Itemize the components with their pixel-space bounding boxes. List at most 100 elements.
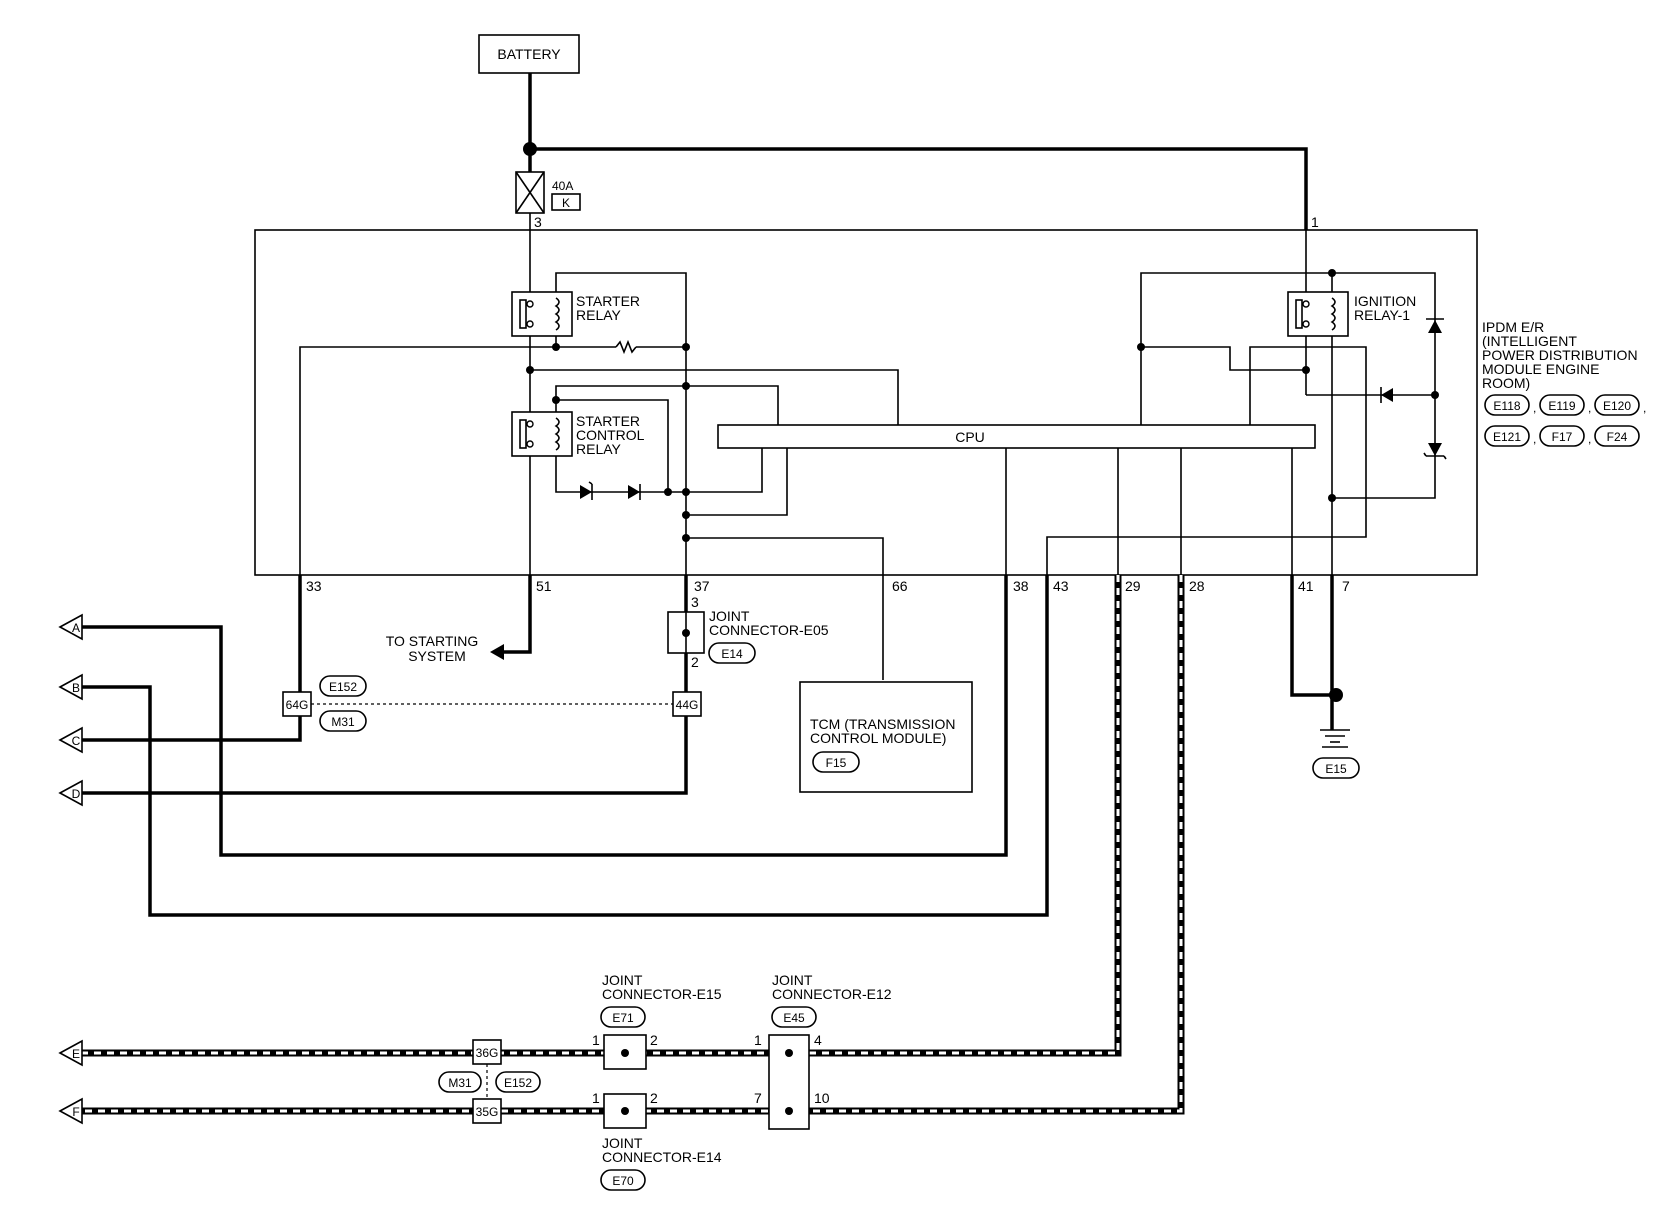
joint-e15-pin-left: 1 <box>592 1032 600 1048</box>
svg-text:,: , <box>1588 401 1591 415</box>
svg-text:,: , <box>1533 401 1536 415</box>
ipdm-box <box>254 229 1478 576</box>
svg-text:,: , <box>1588 432 1591 446</box>
joint-e12-pin-1: 1 <box>754 1032 762 1048</box>
ipdm-pin-3: 3 <box>534 214 542 230</box>
can-inline-bottom <box>472 1098 502 1124</box>
joint-e12-pin-4: 4 <box>814 1032 822 1048</box>
joint-e14-line1: JOINT <box>602 1135 643 1151</box>
to-starting-system-line2: SYSTEM <box>408 648 466 664</box>
svg-text:ROOM): ROOM) <box>1482 375 1530 391</box>
svg-text:,: , <box>1643 401 1646 415</box>
svg-text:,: , <box>1533 432 1536 446</box>
svg-text:E118: E118 <box>1493 399 1520 413</box>
svg-text:MODULE ENGINE: MODULE ENGINE <box>1482 361 1599 377</box>
ipdm-title: IPDM E/R (INTELLIGENT POWER DISTRIBUTION… <box>1482 319 1638 391</box>
offpage-c: C <box>58 726 83 754</box>
starter-control-relay-line3: RELAY <box>576 441 622 457</box>
starter-control-relay-line2: CONTROL <box>576 427 645 443</box>
joint-e12-line1: JOINT <box>772 972 813 988</box>
joint-e05-line2: CONNECTOR-E05 <box>709 622 829 638</box>
joint-e14-pin-right: 2 <box>650 1090 658 1106</box>
tcm-code: F15 <box>826 756 847 770</box>
offpage-e: E <box>58 1039 83 1067</box>
joint-e05-pin-top: 3 <box>691 594 699 610</box>
joint-e12-code: E45 <box>783 1011 805 1025</box>
to-starting-system-line1: TO STARTING <box>386 633 479 649</box>
ipdm-pin-1: 1 <box>1311 214 1319 230</box>
ipdm-pin-41: 41 <box>1298 578 1314 594</box>
ipdm-pin-66: 66 <box>892 578 908 594</box>
joint-e12-pin-10: 10 <box>814 1090 830 1106</box>
ipdm-pin-51: 51 <box>536 578 552 594</box>
ipdm-pin-7: 7 <box>1342 578 1350 594</box>
joint-e14-code: E70 <box>612 1174 634 1188</box>
starter-control-relay-line1: STARTER <box>576 413 640 429</box>
fuse-code: K <box>562 196 570 210</box>
offpage-a: A <box>58 613 83 641</box>
inline-right-pin: 44G <box>676 698 699 712</box>
ignition-relay <box>1287 291 1349 337</box>
svg-text:A: A <box>72 621 80 635</box>
ipdm-pin-28: 28 <box>1189 578 1205 594</box>
ignition-relay-line1: IGNITION <box>1354 293 1416 309</box>
cpu-label: CPU <box>955 429 985 445</box>
cpu-box <box>717 424 1316 449</box>
ipdm-pin-33: 33 <box>306 578 322 594</box>
can-inline-bottom-pin: 35G <box>476 1105 499 1119</box>
svg-text:D: D <box>72 787 81 801</box>
svg-text:E: E <box>72 1047 80 1061</box>
inline-code-bottom: M31 <box>331 715 355 729</box>
starter-control-relay <box>511 411 573 457</box>
joint-e14-line2: CONNECTOR-E14 <box>602 1149 722 1165</box>
ipdm-pin-38: 38 <box>1013 578 1029 594</box>
joint-e15-code: E71 <box>612 1011 634 1025</box>
battery-label: BATTERY <box>497 46 561 62</box>
can-inline-top-pin: 36G <box>476 1046 499 1060</box>
joint-e15-line1: JOINT <box>602 972 643 988</box>
joint-e12-line2: CONNECTOR-E12 <box>772 986 892 1002</box>
ipdm-pin-43: 43 <box>1053 578 1069 594</box>
ipdm-pin-29: 29 <box>1125 578 1141 594</box>
joint-e05-code: E14 <box>721 647 743 661</box>
svg-text:(INTELLIGENT: (INTELLIGENT <box>1482 333 1577 349</box>
joint-e05-pin-bottom: 2 <box>691 654 699 670</box>
tcm-box <box>799 681 973 793</box>
starter-relay <box>511 291 573 337</box>
svg-text:POWER DISTRIBUTION: POWER DISTRIBUTION <box>1482 347 1638 363</box>
svg-text:B: B <box>72 681 80 695</box>
ignition-relay-line2: RELAY-1 <box>1354 307 1410 323</box>
joint-e05-line1: JOINT <box>709 608 750 624</box>
can-inline-code-left: M31 <box>448 1076 472 1090</box>
svg-text:F17: F17 <box>1552 430 1573 444</box>
svg-text:IPDM E/R: IPDM E/R <box>1482 319 1544 335</box>
offpage-f: F <box>58 1097 83 1125</box>
svg-text:E121: E121 <box>1493 430 1521 444</box>
fuse-40a <box>515 171 545 214</box>
ground-code: E15 <box>1325 762 1347 776</box>
inline-left-pin: 64G <box>286 698 309 712</box>
tcm-line2: CONTROL MODULE) <box>810 730 946 746</box>
joint-e15-pin-right: 2 <box>650 1032 658 1048</box>
svg-text:E119: E119 <box>1548 399 1575 413</box>
svg-text:C: C <box>72 734 81 748</box>
svg-text:F: F <box>72 1105 79 1119</box>
offpage-b: B <box>58 673 83 701</box>
tcm-line1: TCM (TRANSMISSION <box>810 716 955 732</box>
fuse-rating: 40A <box>552 179 573 193</box>
starter-relay-line2: RELAY <box>576 307 622 323</box>
joint-e15-line2: CONNECTOR-E15 <box>602 986 722 1002</box>
ground-symbol <box>1320 729 1350 748</box>
ipdm-connector-codes: E118 , E119 , E120 , E121 , F17 , F24 <box>1484 394 1646 447</box>
joint-e14-pin-left: 1 <box>592 1090 600 1106</box>
svg-text:E120: E120 <box>1603 399 1631 413</box>
svg-text:F24: F24 <box>1607 430 1628 444</box>
battery-box <box>478 34 580 74</box>
ipdm-pin-37: 37 <box>694 578 710 594</box>
starter-relay-line1: STARTER <box>576 293 640 309</box>
joint-e12-pin-7: 7 <box>754 1090 762 1106</box>
offpage-d: D <box>58 779 83 807</box>
can-inline-code-right: E152 <box>504 1076 532 1090</box>
inline-code-top: E152 <box>329 680 357 694</box>
